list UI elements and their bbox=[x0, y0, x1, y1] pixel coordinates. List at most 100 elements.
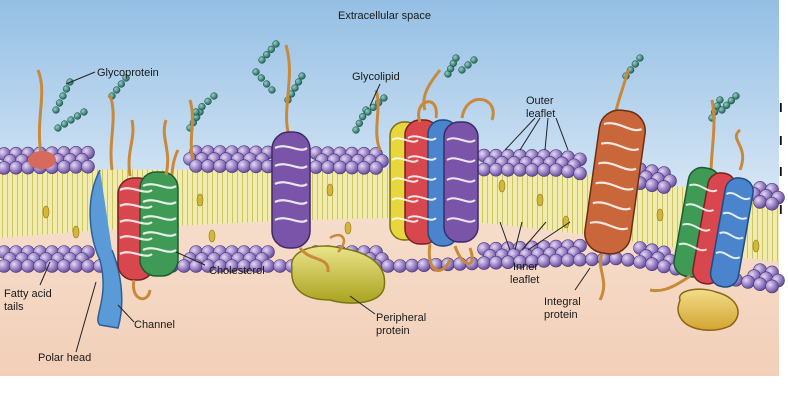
quad-protein-sugar-chain bbox=[444, 54, 478, 78]
sugar-bead bbox=[59, 92, 67, 100]
sugar-bead bbox=[380, 94, 388, 102]
cholesterol-molecule bbox=[42, 205, 50, 219]
cholesterol-molecule bbox=[326, 183, 334, 197]
label-fatty-acid-line2: tails bbox=[4, 301, 24, 313]
edge-glyph-4: I bbox=[779, 202, 783, 217]
phospholipid-head bbox=[0, 161, 11, 175]
phospholipid-head bbox=[753, 277, 767, 292]
cholesterol-molecule bbox=[196, 193, 204, 207]
sugar-bead bbox=[272, 40, 280, 48]
phospholipid-head bbox=[573, 166, 587, 181]
sugar-bead bbox=[54, 124, 62, 132]
inner-leaflet-heads bbox=[0, 238, 785, 294]
phospholipid-head bbox=[741, 275, 755, 289]
sugar-bead bbox=[55, 99, 64, 107]
label-glycoprotein: Glycoprotein bbox=[97, 67, 159, 79]
cholesterol-molecule bbox=[656, 208, 664, 222]
edge-glyph-3: I bbox=[779, 164, 783, 179]
label-cholesterol: Cholesterol bbox=[209, 265, 265, 277]
phospholipid-head bbox=[333, 160, 347, 175]
phospholipid-head bbox=[9, 259, 23, 273]
peripheral-protein bbox=[291, 233, 386, 304]
sugar-bead bbox=[80, 108, 88, 116]
phospholipid-head bbox=[477, 162, 491, 177]
leader-lines bbox=[39, 71, 591, 353]
phospholipid-head bbox=[345, 160, 359, 175]
phospholipid-head bbox=[9, 160, 23, 175]
cholesterol-molecule bbox=[208, 229, 216, 243]
phospholipid-head bbox=[585, 252, 599, 267]
sugar-bead bbox=[636, 54, 644, 62]
phospholipid-head bbox=[489, 255, 503, 270]
sugar-bead bbox=[192, 108, 200, 116]
edge-glyph-1: I bbox=[779, 100, 783, 115]
channel-sugar-chain bbox=[108, 74, 130, 100]
cholesterol-molecule bbox=[562, 215, 570, 229]
sugar-bead bbox=[122, 74, 130, 82]
labels: Extracellular space Glycoprotein Glycoli… bbox=[4, 10, 581, 364]
sugar-bead bbox=[298, 72, 306, 80]
sugar-bead bbox=[252, 68, 260, 76]
label-glycolipid: Glycolipid bbox=[352, 71, 400, 83]
phospholipid-head bbox=[477, 256, 491, 270]
sugar-bead bbox=[727, 97, 735, 105]
sugar-bead bbox=[62, 85, 71, 93]
cholesterol-molecules bbox=[42, 179, 760, 253]
sugar-bead bbox=[268, 86, 276, 94]
sugar-bead bbox=[364, 108, 372, 116]
phospholipid-head bbox=[321, 160, 335, 175]
sugar-bead bbox=[52, 106, 60, 114]
sugar-bead bbox=[723, 101, 731, 109]
phospholipid-head bbox=[561, 164, 575, 179]
sugar-bead bbox=[117, 80, 125, 88]
phospholipid-head bbox=[81, 159, 95, 174]
glycoprotein bbox=[28, 69, 88, 169]
phospholipid-head bbox=[189, 159, 203, 173]
cholesterol-molecule bbox=[72, 225, 80, 239]
integral-protein bbox=[584, 109, 646, 301]
phospholipid-head bbox=[405, 258, 419, 273]
right-protein-sugar-chain bbox=[708, 92, 740, 122]
phospholipid-head bbox=[273, 259, 287, 273]
sugar-bead bbox=[73, 112, 82, 120]
phospholipid-head bbox=[249, 159, 263, 174]
glycoprotein-sugar-chain bbox=[52, 78, 88, 132]
phospholipid-head bbox=[381, 259, 395, 273]
right-multi-helix-protein bbox=[649, 128, 754, 332]
phospholipid-head bbox=[489, 162, 503, 177]
outer-leaflet-heads bbox=[0, 145, 785, 211]
phospholipid-head bbox=[657, 180, 671, 194]
phospholipid-head bbox=[645, 257, 659, 272]
phospholipid-head bbox=[57, 259, 71, 273]
phospholipid-head bbox=[21, 259, 35, 273]
phospholipid-head bbox=[537, 163, 551, 177]
sugar-bead bbox=[267, 45, 275, 53]
sugar-bead bbox=[716, 96, 724, 104]
sugar-bead bbox=[470, 56, 478, 64]
sugar-bead bbox=[198, 103, 206, 111]
phospholipid-head bbox=[69, 160, 83, 174]
phospholipid-head bbox=[573, 252, 587, 267]
sugar-bead bbox=[210, 92, 218, 100]
phospholipid-head bbox=[645, 178, 659, 192]
phospholipid-head bbox=[525, 163, 539, 177]
sugar-bead bbox=[464, 61, 472, 69]
cholesterol-molecule bbox=[498, 179, 506, 193]
sugar-bead bbox=[257, 74, 265, 82]
phospholipid-head bbox=[57, 160, 71, 174]
phospholipid-head bbox=[201, 159, 215, 173]
sugar-bead bbox=[263, 80, 271, 88]
label-fatty-acid-line1: Fatty acid bbox=[4, 288, 52, 300]
cholesterol-molecule bbox=[536, 193, 544, 207]
phospholipid-head bbox=[537, 254, 551, 268]
purple-protein-sugar-chain bbox=[252, 40, 306, 104]
label-extracellular-space: Extracellular space bbox=[338, 10, 431, 22]
phospholipid-head bbox=[561, 253, 575, 267]
sugar-bead bbox=[718, 106, 726, 114]
sugar-bead bbox=[258, 56, 266, 64]
phospholipid-head bbox=[513, 163, 527, 177]
phospholipid-head bbox=[633, 255, 647, 269]
phospholipid-head bbox=[309, 160, 323, 174]
label-channel: Channel bbox=[134, 319, 175, 331]
phospholipid-head bbox=[81, 259, 95, 273]
